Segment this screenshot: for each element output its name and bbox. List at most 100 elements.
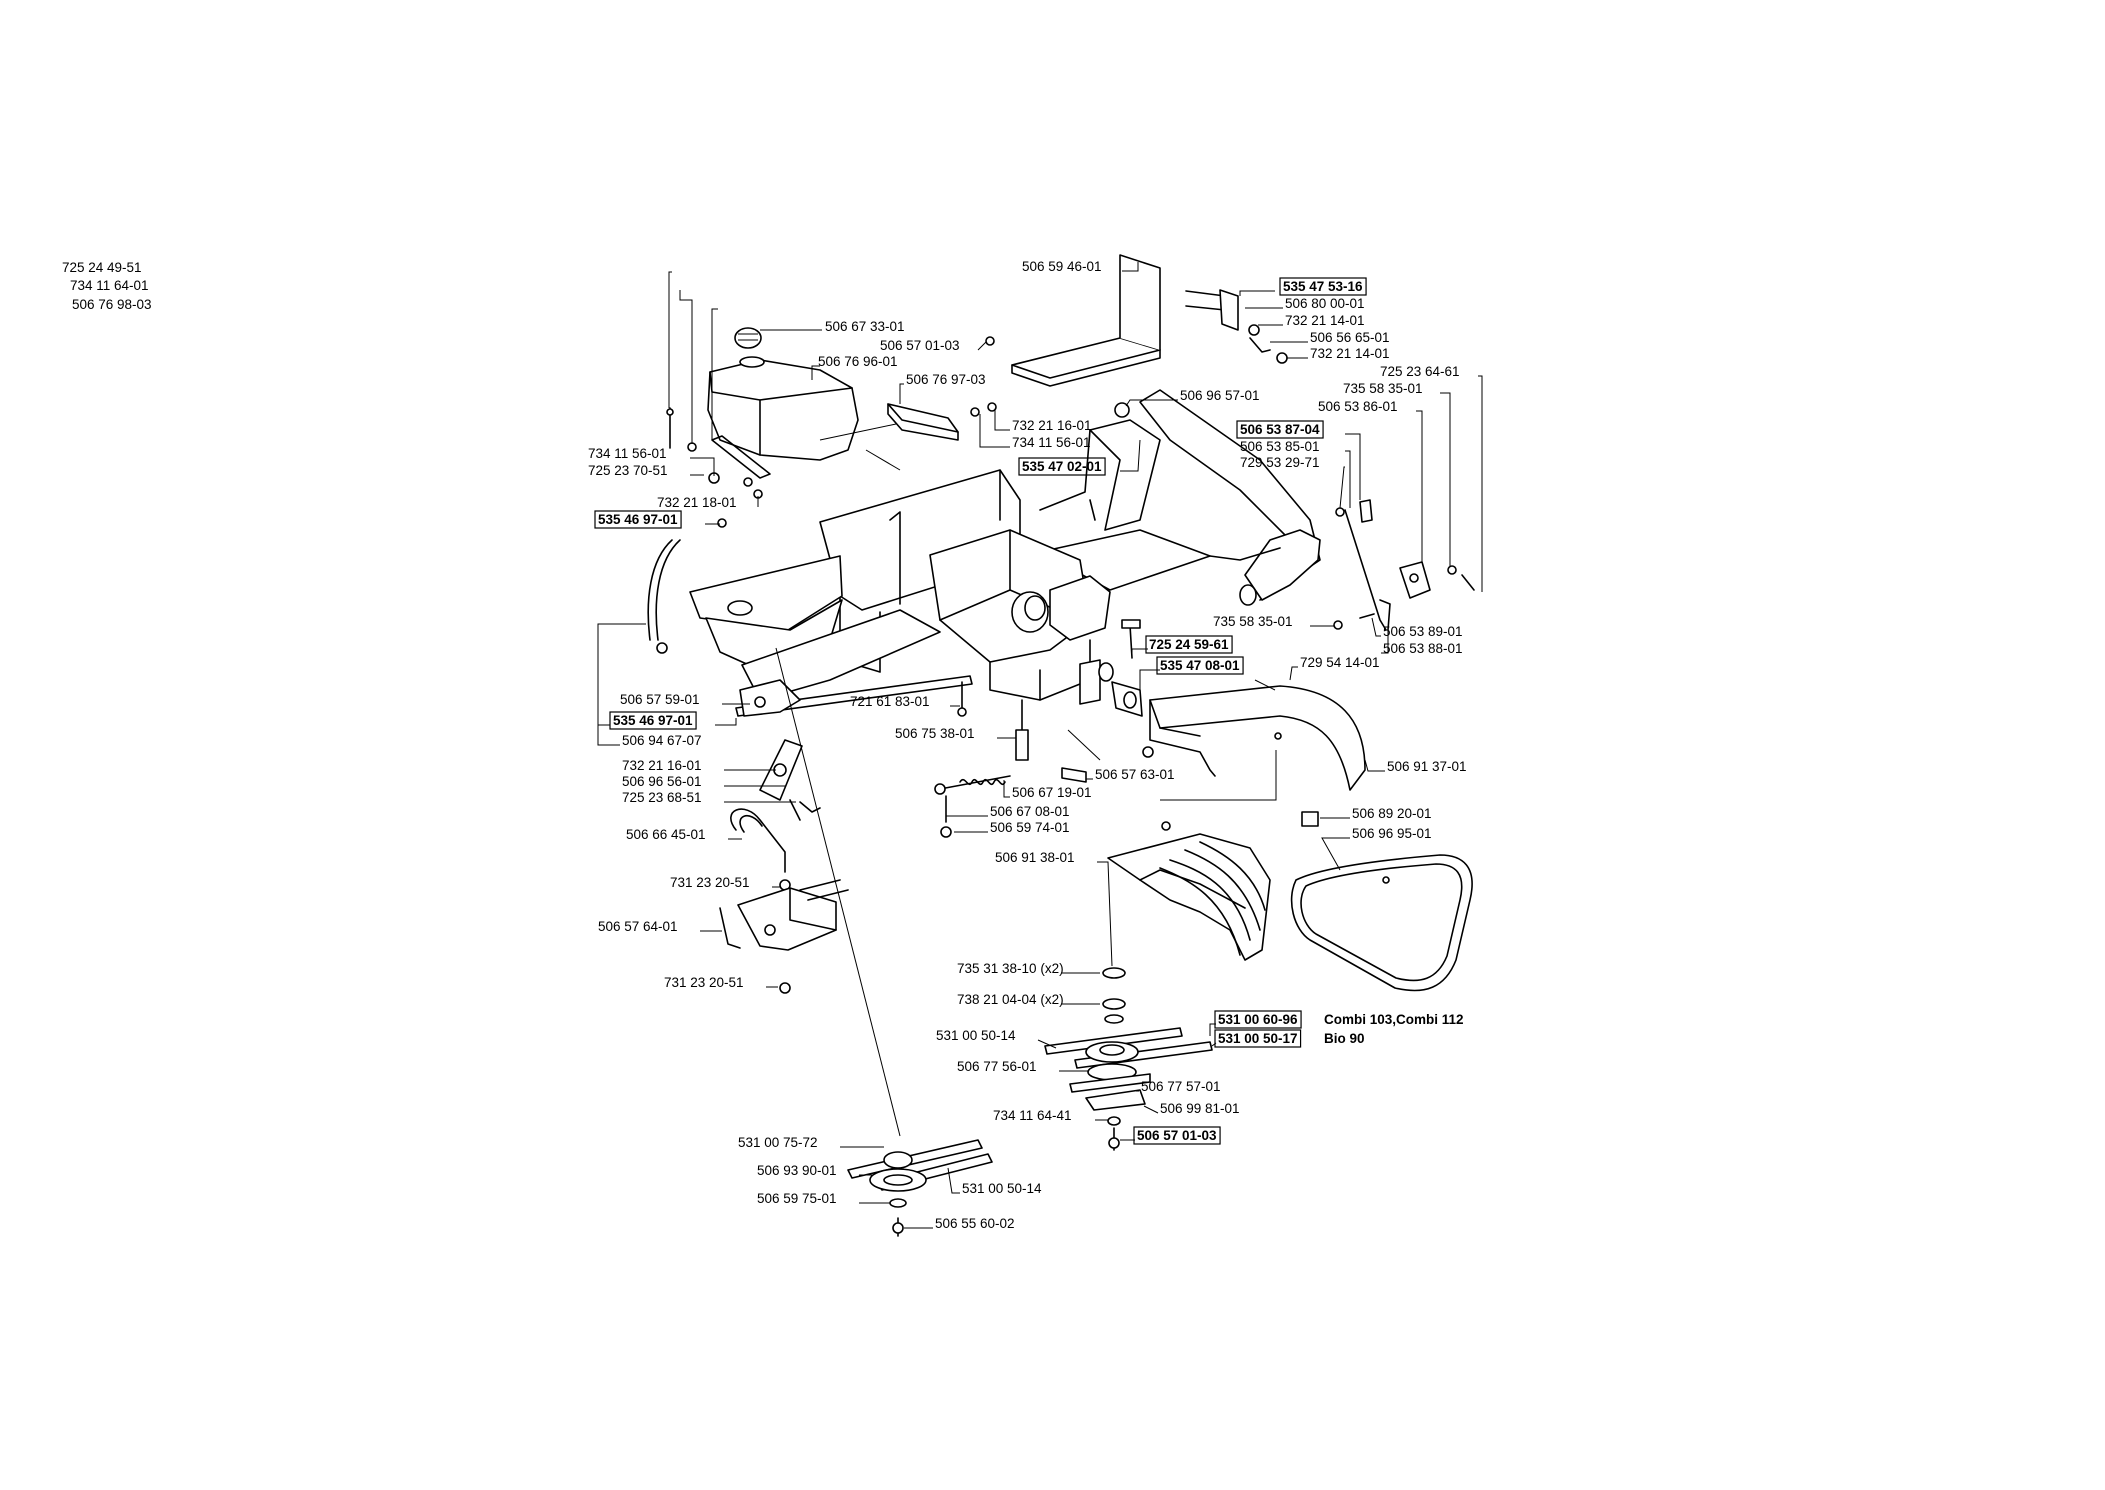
label-frame: [1236, 420, 1324, 439]
boxed-part-number-label: 535 47 02-01: [1022, 459, 1102, 474]
part-number-label: 721 61 83-01: [850, 694, 930, 709]
part-labels: 725 24 49-51 734 11 64-01 506 76 98-03 506 …: [62, 259, 1467, 1231]
part-number-label: 506 89 20-01: [1352, 806, 1432, 821]
part-number-label: 506 76 96-01: [818, 354, 898, 369]
part-number-label: 506 53 86-01: [1318, 399, 1398, 414]
part-number-label: 506 77 57-01: [1141, 1079, 1221, 1094]
part-number-label: 725 23 70-51: [588, 463, 668, 478]
part-number-label: 506 76 97-03: [906, 372, 986, 387]
gearbox-housing: [929, 529, 1114, 705]
part-number-label: 506 76 98-03: [72, 297, 152, 312]
label-frame: [1214, 1010, 1302, 1029]
part-number-label: 506 57 01-03: [880, 338, 960, 353]
part-number-label: 735 58 35-01: [1213, 614, 1293, 629]
boxed-part-number-label: 531 00 50-17: [1218, 1031, 1298, 1046]
left-blade-assembly: [847, 1139, 993, 1237]
part-number-label: 732 21 18-01: [657, 495, 737, 510]
leader-lines: [597, 262, 1483, 1229]
part-number-label: 506 59 75-01: [757, 1191, 837, 1206]
label-frame: [1279, 277, 1367, 296]
boxed-part-number-label: 535 46 97-01: [613, 713, 693, 728]
part-number-label: 729 54 14-01: [1300, 655, 1380, 670]
part-number-label: 732 21 16-01: [622, 758, 702, 773]
part-number-label: 735 31 38-10 (x2): [957, 961, 1064, 976]
fuel-hose: [647, 539, 681, 654]
crank-handle: [730, 808, 791, 891]
adjuster-bracket: [719, 879, 849, 994]
part-number-label: 732 21 14-01: [1310, 346, 1390, 361]
label-boxes: [594, 277, 1367, 1145]
part-number-label: 506 77 56-01: [957, 1059, 1037, 1074]
boxed-part-number-label: 535 47 08-01: [1160, 658, 1240, 673]
part-number-label: 734 11 64-01: [70, 278, 149, 293]
upper-right-hardware: [1185, 289, 1288, 364]
boxed-part-number-label: 535 46 97-01: [598, 512, 678, 527]
part-number-label: 506 67 08-01: [990, 804, 1070, 819]
part-number-label: 506 99 81-01: [1160, 1101, 1240, 1116]
part-number-label: 725 23 68-51: [622, 790, 702, 805]
label-frame: [609, 711, 697, 730]
lower-left-arm: [739, 679, 801, 717]
part-number-label: 506 59 46-01: [1022, 259, 1102, 274]
variant-note: Bio 90: [1324, 1031, 1365, 1046]
tank-strap: [666, 407, 771, 528]
part-number-label: 506 57 64-01: [598, 919, 678, 934]
label-frame: [1133, 1126, 1221, 1145]
part-number-label: 732 21 16-01: [1012, 418, 1092, 433]
label-frame: [1145, 635, 1233, 654]
part-number-label: 506 91 37-01: [1387, 759, 1467, 774]
part-number-label: 725 23 64-61: [1380, 364, 1460, 379]
part-number-label: 725 24 49-51: [62, 260, 142, 275]
boxed-part-number-label: 506 53 87-04: [1240, 422, 1320, 437]
part-number-label: 506 75 38-01: [895, 726, 975, 741]
part-number-label: 506 93 90-01: [757, 1163, 837, 1178]
part-number-label: 506 53 85-01: [1240, 439, 1320, 454]
part-number-label: 506 53 88-01: [1383, 641, 1463, 656]
part-number-label: 506 94 67-07: [622, 733, 702, 748]
grass-deflector: [1107, 821, 1271, 961]
label-frame: [1156, 656, 1244, 675]
part-number-label: 506 80 00-01: [1285, 296, 1365, 311]
part-number-label: 729 53 29-71: [1240, 455, 1320, 470]
part-number-label: 506 67 19-01: [1012, 785, 1092, 800]
height-lever: [759, 739, 821, 821]
part-number-label: 506 96 57-01: [1180, 388, 1260, 403]
boxed-part-number-label: 535 47 53-16: [1283, 279, 1363, 294]
label-frame: [1214, 1029, 1302, 1048]
part-number-label: 506 56 65-01: [1310, 330, 1390, 345]
part-number-label: 735 58 35-01: [1343, 381, 1423, 396]
part-number-label: 506 67 33-01: [825, 319, 905, 334]
part-number-label: 734 11 56-01: [1012, 435, 1091, 450]
fuel-tank: [707, 327, 859, 461]
label-frame: [594, 510, 682, 529]
part-number-label: 734 11 56-01: [588, 446, 667, 461]
label-frame: [1018, 457, 1106, 476]
part-number-label: 531 00 50-14: [962, 1181, 1042, 1196]
part-number-label: 734 11 64-41: [993, 1108, 1072, 1123]
part-number-label: 506 96 95-01: [1352, 826, 1432, 841]
boxed-part-number-label: 725 24 59-61: [1149, 637, 1229, 652]
belt-cover: [1142, 685, 1366, 791]
part-number-label: 506 53 89-01: [1383, 624, 1463, 639]
part-number-label: 506 96 56-01: [622, 774, 702, 789]
part-number-label: 731 23 20-51: [664, 975, 744, 990]
part-number-label: 506 57 59-01: [620, 692, 700, 707]
part-number-label: 506 55 60-02: [935, 1216, 1015, 1231]
part-number-label: 738 21 04-04 (x2): [957, 992, 1064, 1007]
boxed-part-number-label: 506 57 01-03: [1137, 1128, 1217, 1143]
part-number-label: 506 91 38-01: [995, 850, 1075, 865]
part-number-label: 506 66 45-01: [626, 827, 706, 842]
pivot-bolt: [1111, 619, 1143, 717]
tank-bracket: [887, 402, 997, 441]
spring-linkage: [934, 699, 1087, 838]
part-number-label: 732 21 14-01: [1285, 313, 1365, 328]
long-rod: [735, 675, 973, 717]
right-blade-assembly: [1044, 967, 1213, 1151]
part-drawings: [647, 254, 1475, 1237]
seat-plate: [985, 254, 1161, 387]
part-number-label: 531 00 50-14: [936, 1028, 1016, 1043]
part-number-label: 531 00 75-72: [738, 1135, 818, 1150]
boxed-part-number-label: 531 00 60-96: [1218, 1012, 1298, 1027]
